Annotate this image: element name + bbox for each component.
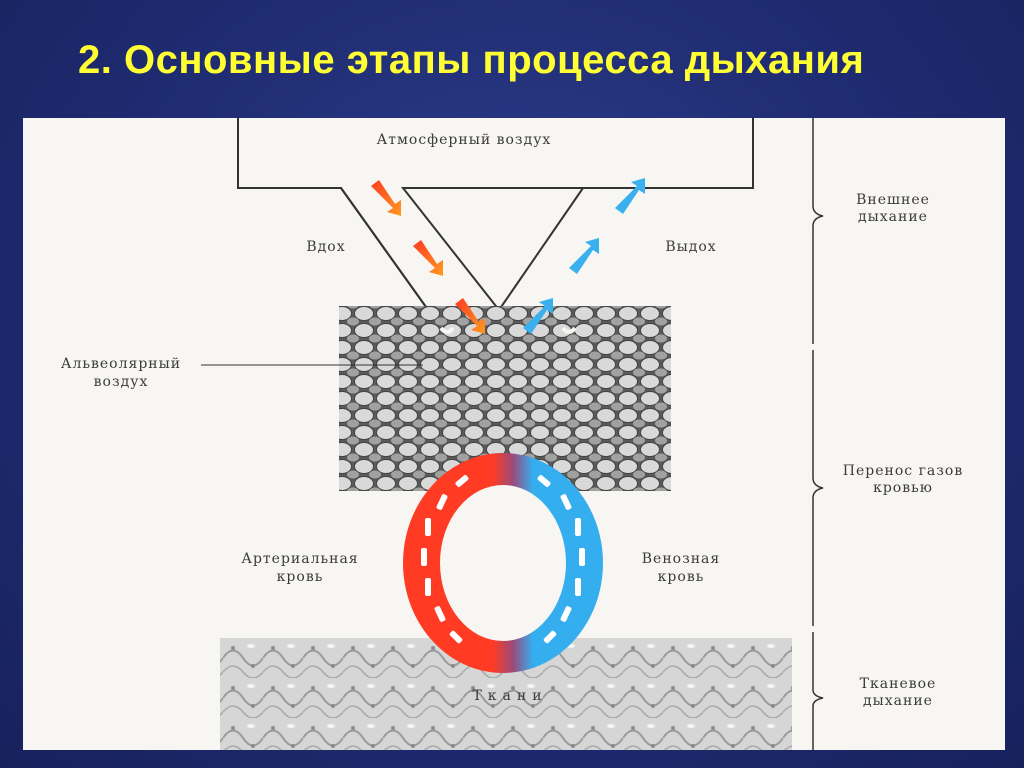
tissue-label: Ткани <box>472 688 547 704</box>
venous-label-line1: Венозная <box>642 551 720 567</box>
blood-circulation-ring <box>403 453 603 673</box>
stage-tissue-line1: Тканевое <box>860 676 937 692</box>
inhale-label: Вдох <box>306 239 345 255</box>
atmosphere-outline <box>237 118 754 330</box>
exhale-label: Выдох <box>665 239 716 255</box>
inhale-arrows <box>371 180 485 334</box>
alveolar-label-line2: воздух <box>94 374 149 390</box>
stage-tissue-line2: дыхание <box>863 693 933 709</box>
stage-external-line1: Внешнее <box>856 192 930 208</box>
funnel-right <box>498 187 584 311</box>
arterial-label-line2: кровь <box>277 569 324 585</box>
funnel-left-inner <box>340 187 442 329</box>
arterial-label-line1: Артериальная <box>241 551 358 567</box>
stage-transport-line2: кровью <box>873 480 933 496</box>
respiration-diagram: Атмосферный воздух Вдох Выдох Альвеолярн… <box>23 118 1005 750</box>
slide-title: 2. Основные этапы процесса дыхания <box>78 38 865 82</box>
exhale-arrows <box>523 178 645 334</box>
venous-label-line2: кровь <box>658 569 705 585</box>
stage-external-line2: дыхание <box>858 209 928 225</box>
stage-transport-line1: Перенос газов <box>843 463 963 479</box>
atmosphere-label: Атмосферный воздух <box>377 132 552 148</box>
stage-brackets <box>812 118 824 750</box>
alveolar-label-line1: Альвеолярный <box>61 356 181 372</box>
